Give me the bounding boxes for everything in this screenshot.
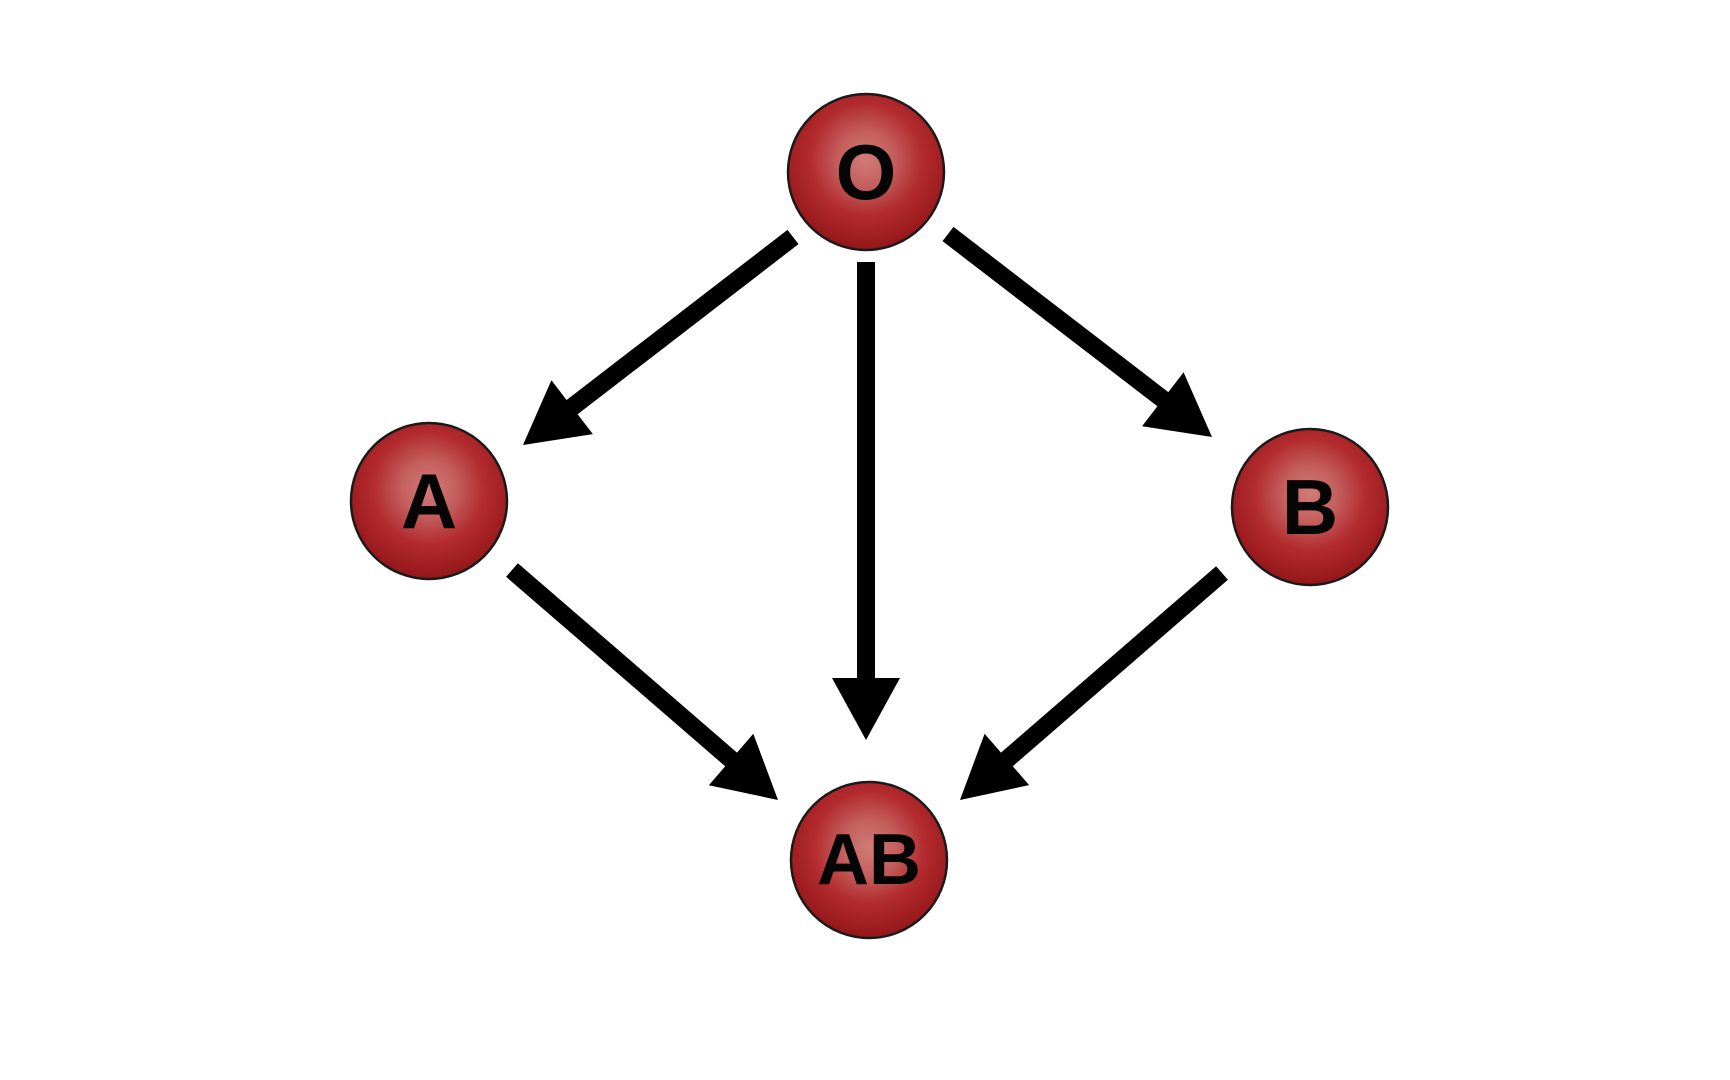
edge-arrow-b-ab (960, 566, 1228, 800)
edge-arrow-o-a (523, 229, 799, 445)
edge-arrow-o-ab (832, 262, 900, 740)
node-label-o: O (836, 128, 897, 216)
node-label-b: B (1282, 463, 1338, 551)
node-circle-o (786, 92, 946, 252)
node-circle-a (349, 421, 509, 581)
edges-layer (506, 226, 1228, 800)
node-a[interactable]: A (349, 421, 509, 581)
node-label-a: A (401, 457, 457, 545)
node-o[interactable]: O (786, 92, 946, 252)
node-ab[interactable]: AB (789, 780, 949, 940)
edge-arrow-a-ab (506, 563, 778, 800)
edge-arrow-o-b (942, 226, 1212, 437)
node-circle-b (1230, 427, 1390, 587)
node-b[interactable]: B (1230, 427, 1390, 587)
node-circle-ab (789, 780, 949, 940)
node-label-ab: AB (817, 820, 921, 900)
